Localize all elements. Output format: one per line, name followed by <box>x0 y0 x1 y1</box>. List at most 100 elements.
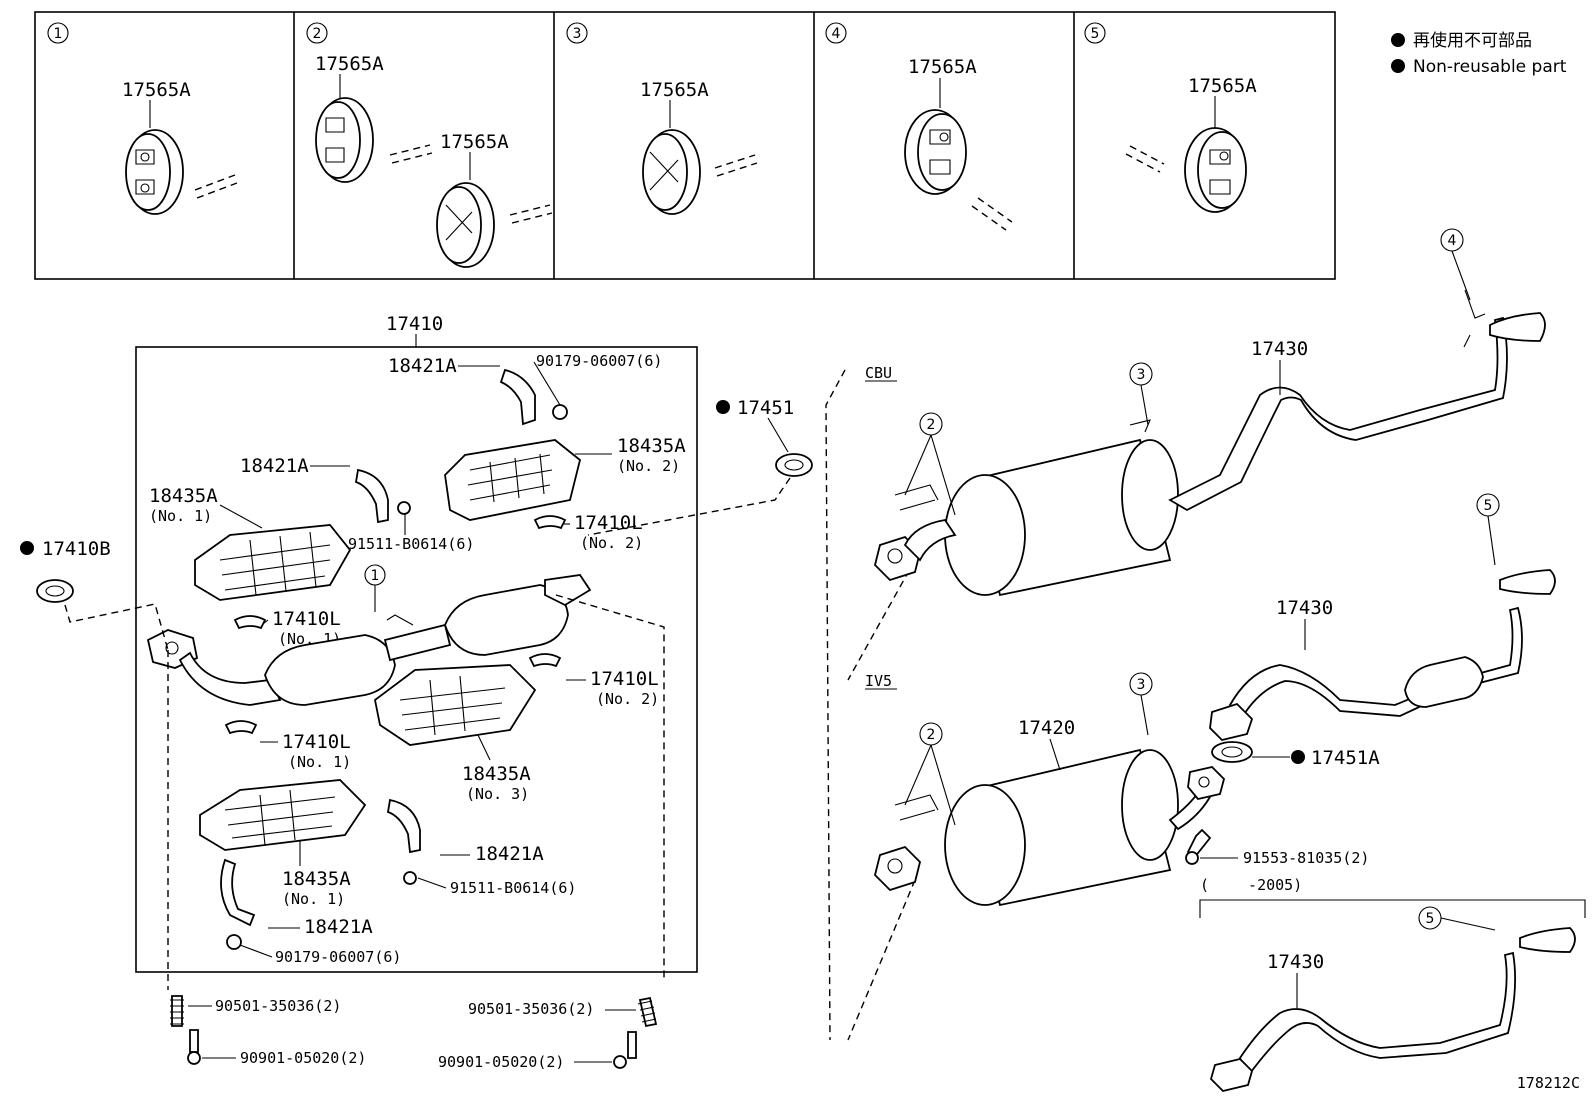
part-label-17565a: 17565A <box>440 131 509 153</box>
gasket-bracket-icon <box>533 515 567 530</box>
panel-number: 2 <box>313 26 322 42</box>
exhaust-manifold-converter-icon <box>146 574 592 706</box>
ref-number: 2 <box>927 417 936 433</box>
part-sublabel: (No. 3) <box>466 785 529 803</box>
rubber-hanger-icon <box>436 182 495 268</box>
fasteners-left: 90501-35036(2) 90901-05020(2) <box>170 995 366 1067</box>
panel-number: 3 <box>573 26 582 42</box>
non-reusable-dot-icon <box>1291 750 1305 764</box>
nut-icon <box>552 404 568 420</box>
part-label-17410l: 17410L <box>272 608 341 630</box>
panel-number: 1 <box>54 26 63 42</box>
tail-tip-icon <box>1489 312 1546 342</box>
part-label-90901: 90901-05020(2) <box>438 1053 564 1071</box>
part-sublabel: (No. 2) <box>596 690 659 708</box>
spring-icon <box>638 996 658 1028</box>
heat-shield-icon <box>194 524 352 601</box>
hanger-rod-icon <box>509 204 553 224</box>
part-sublabel: (No. 2) <box>580 534 643 552</box>
rubber-hanger-icon <box>1184 127 1247 213</box>
dashed-connector <box>847 879 916 1041</box>
part-label-18435a: 18435A <box>617 435 686 457</box>
muffler-end-icon <box>944 474 1026 596</box>
assembly-label: 17410 <box>386 313 443 335</box>
panel-number: 4 <box>832 26 841 42</box>
panel-3: 3 17565A <box>566 22 758 215</box>
nut-icon <box>226 934 242 950</box>
heat-shield-icon <box>444 439 582 521</box>
part-label-18435a: 18435A <box>462 763 531 785</box>
sub-muffler-icon <box>1404 656 1484 708</box>
part-sublabel: (No. 1) <box>149 507 212 525</box>
part-label-17430: 17430 <box>1276 597 1333 619</box>
dashed-connector <box>847 559 916 681</box>
non-reusable-dot-icon <box>716 400 730 414</box>
heat-shield-icon <box>199 779 367 851</box>
gasket-17451a: 17451A <box>1211 741 1380 769</box>
bracket-icon <box>386 798 421 854</box>
part-label-17430: 17430 <box>1251 338 1308 360</box>
part-label-17565a: 17565A <box>122 79 191 101</box>
rubber-hanger-icon <box>904 109 967 195</box>
hanger-rod-icon <box>714 154 758 177</box>
rubber-hanger-icon <box>125 129 184 215</box>
flange-icon <box>1209 702 1254 741</box>
bolt-icon <box>1186 828 1212 860</box>
panel-number: 5 <box>1091 26 1100 42</box>
part-label-90901: 90901-05020(2) <box>240 1049 366 1067</box>
muffler-end-icon <box>944 784 1026 906</box>
gasket-bracket-icon <box>233 615 267 630</box>
part-label-91511: 91511-B0614(6) <box>450 879 576 897</box>
gasket-17410b: 17410B <box>20 538 111 603</box>
part-label-90179: 90179-06007(6) <box>536 352 662 370</box>
bolt-icon <box>403 871 417 885</box>
part-sublabel: (No. 1) <box>282 890 345 908</box>
part-label-91553: 91553-81035(2) <box>1243 849 1369 867</box>
part-label-17410l: 17410L <box>590 668 659 690</box>
figure-code: 178212C <box>1517 1074 1580 1092</box>
rubber-hanger-icon <box>642 129 701 215</box>
non-reusable-dot-icon <box>1391 59 1405 73</box>
part-label-17410b: 17410B <box>42 538 111 560</box>
tail-tip-icon <box>1499 569 1556 595</box>
flange-icon <box>1209 1058 1254 1092</box>
bracket-icon <box>499 368 536 426</box>
hanger-rod-icon <box>1125 145 1165 173</box>
fasteners-right: 90501-35036(2) 90901-05020(2) <box>438 996 658 1071</box>
part-label-17430: 17430 <box>1267 951 1324 973</box>
part-label-17451: 17451 <box>737 397 794 419</box>
legend-jp: 再使用不可部品 <box>1413 30 1532 51</box>
panel-strip <box>34 11 1336 280</box>
part-label-17451a: 17451A <box>1311 747 1380 769</box>
hanger-rod-icon <box>389 144 433 164</box>
bracket-icon <box>220 858 256 927</box>
date-range-label: ( -2005) <box>1200 876 1302 894</box>
part-label-18421a: 18421A <box>388 355 457 377</box>
variant-label-iv5: IV5 <box>865 672 892 690</box>
part-sublabel: (No. 1) <box>288 753 351 771</box>
panel-5: 5 17565A <box>1084 22 1257 213</box>
flange-icon <box>874 845 921 892</box>
dashed-connector <box>825 369 846 1041</box>
part-label-17420: 17420 <box>1018 717 1075 739</box>
gasket-ring-icon <box>36 579 74 603</box>
dashed-connector <box>64 603 169 651</box>
part-label-18421a: 18421A <box>475 843 544 865</box>
tail-pipe-icon <box>1168 316 1508 512</box>
bolt-91553: 91553-81035(2) <box>1185 828 1369 867</box>
muffler-iv5: 2 3 17420 <box>874 672 1226 907</box>
tail-pipe-17430-b: 5 17430 <box>1209 493 1556 741</box>
part-label-17565a: 17565A <box>908 56 977 78</box>
dashed-connector <box>555 594 665 980</box>
gasket-17451: 17451 <box>716 397 813 477</box>
bolt-icon <box>189 1029 199 1053</box>
rubber-hanger-icon <box>315 97 374 183</box>
part-label-17410l: 17410L <box>282 731 351 753</box>
legend: 再使用不可部品 Non-reusable part <box>1391 30 1567 77</box>
panel-number-circle <box>47 22 69 44</box>
part-label-90179: 90179-06007(6) <box>275 948 401 966</box>
hanger-rod-icon <box>971 197 1013 231</box>
part-label-90501: 90501-35036(2) <box>215 997 341 1015</box>
tail-tip-icon <box>1519 927 1576 953</box>
